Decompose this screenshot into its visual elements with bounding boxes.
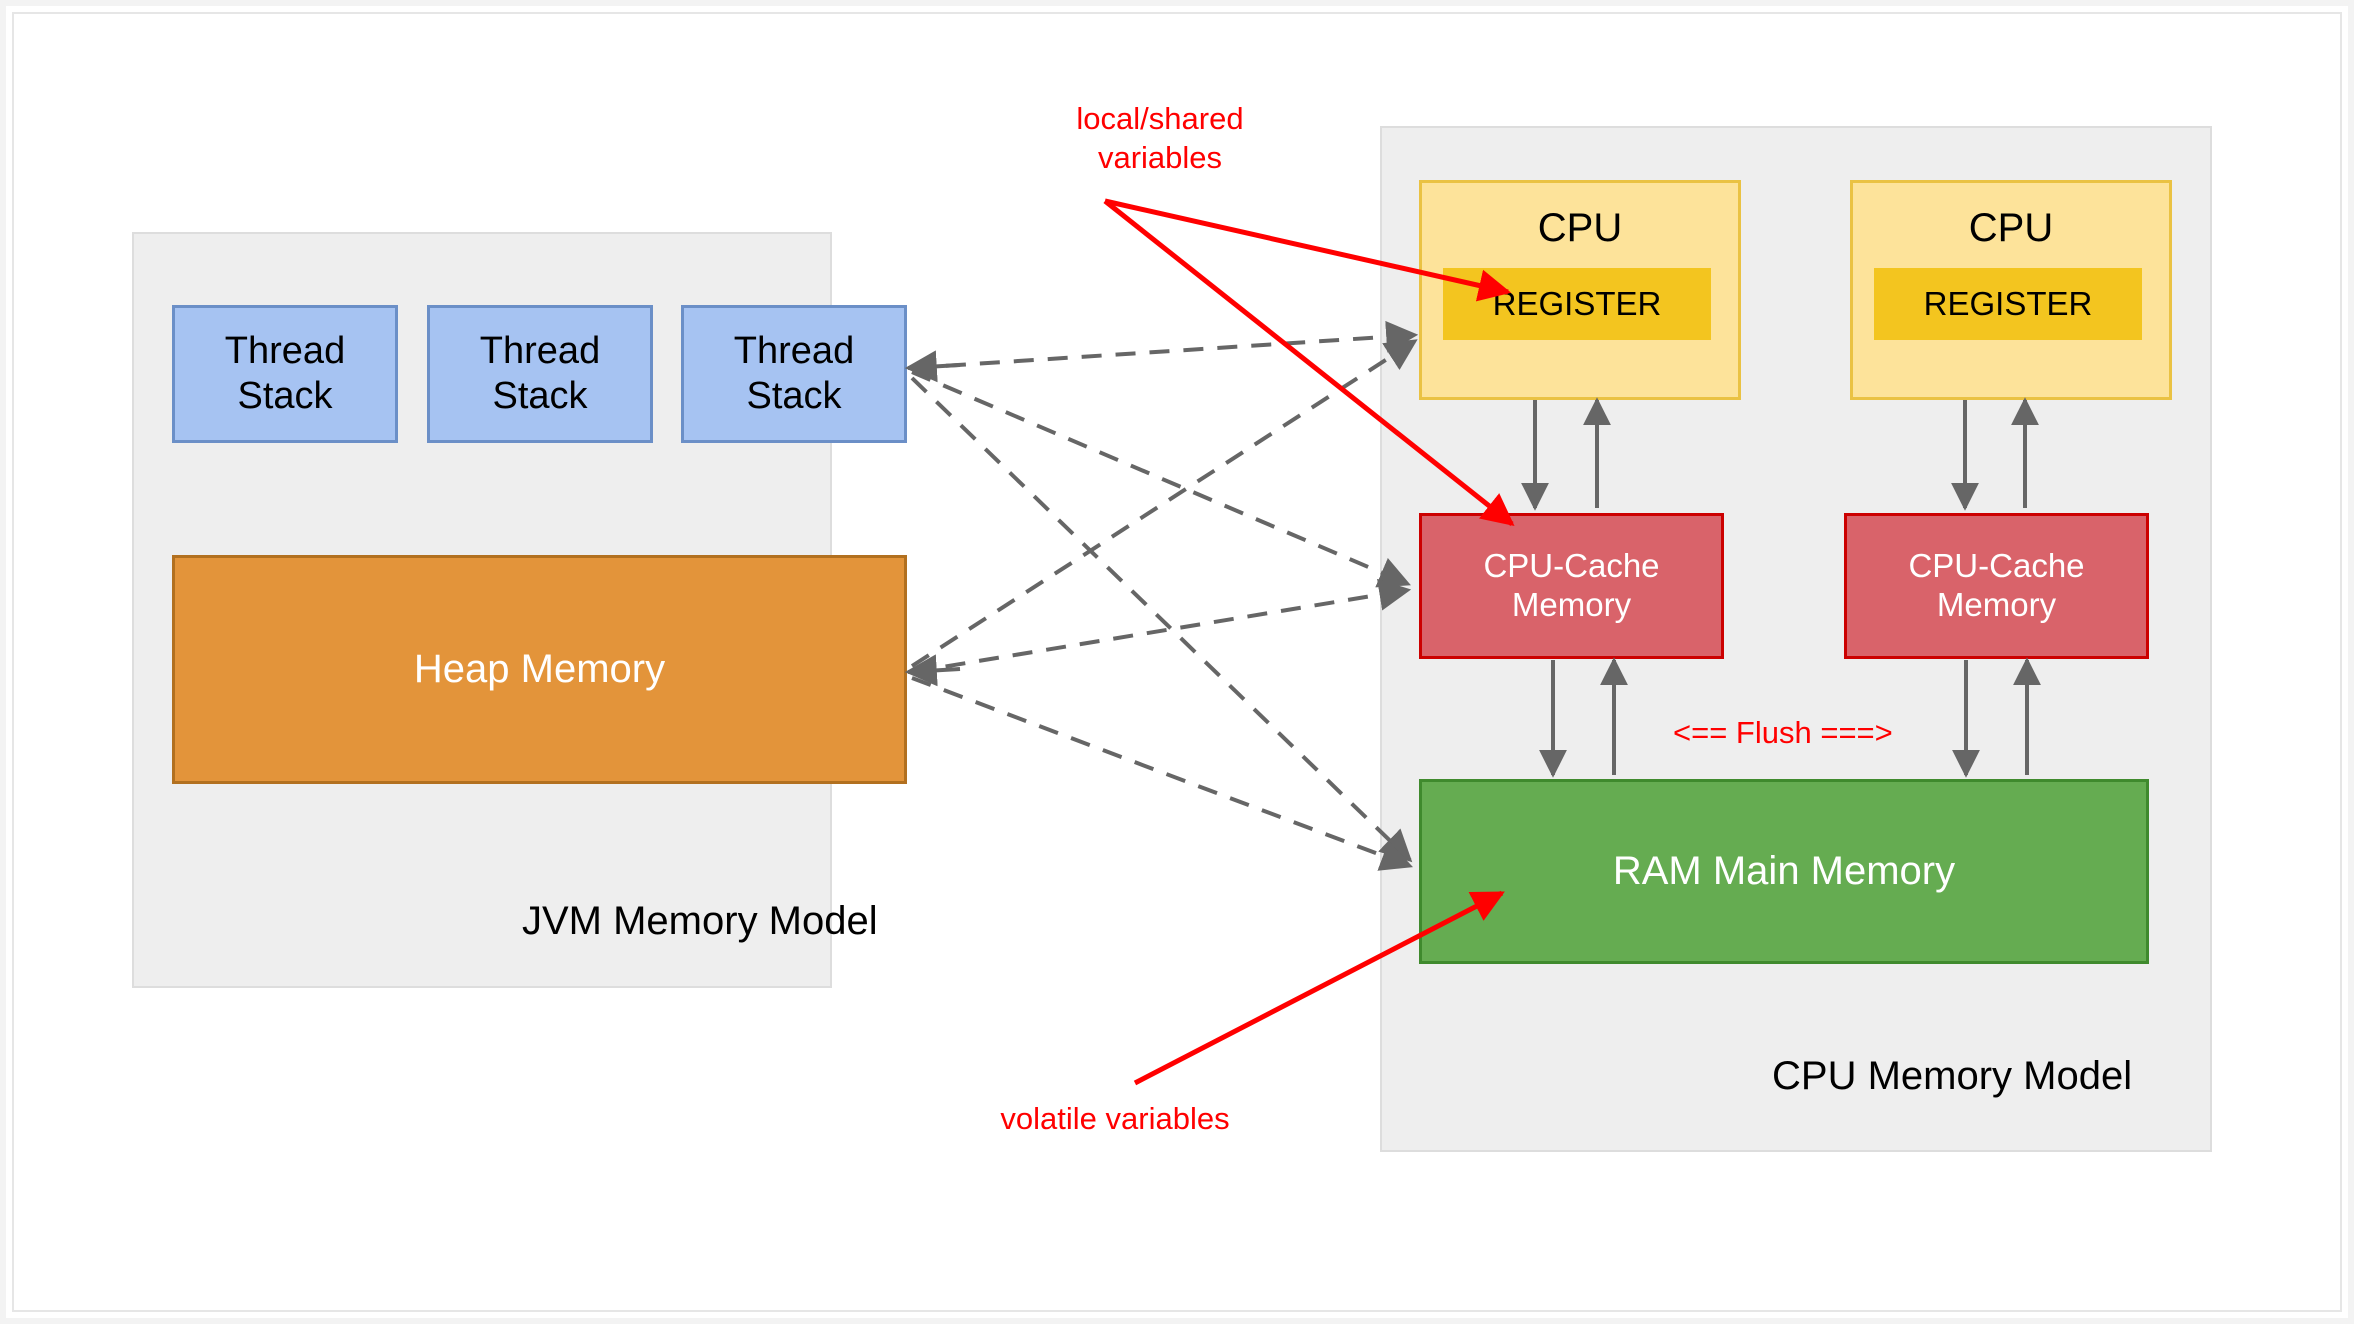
heap-memory-label: Heap Memory <box>413 646 666 691</box>
ram-main-memory-box[interactable]: RAM Main Memory <box>1419 779 2149 964</box>
volatile-variables-annotation: volatile variables <box>1000 1101 1230 1136</box>
cpu-label-1: CPU <box>1537 206 1623 250</box>
thread-stack-label-2: Thread Stack <box>479 330 601 417</box>
cpu-panel-title: CPU Memory Model <box>1772 1054 2133 1098</box>
dashed-link-heap-to-ram <box>911 676 1413 871</box>
thread-stack-box-3[interactable]: Thread Stack <box>681 305 907 443</box>
dashed-link-heap-to-register <box>910 339 1418 668</box>
thread-stack-label-3: Thread Stack <box>733 330 855 417</box>
flush-label: <== Flush ===> <box>1673 715 1893 750</box>
dashed-link-arrowhead-threadstack <box>904 350 961 383</box>
thread-stack-label-1: Thread Stack <box>224 330 346 417</box>
dashed-link-threadstack-to-cache <box>911 370 1411 588</box>
cpu-cache-memory-label-1: CPU-Cache Memory <box>1483 547 1660 623</box>
dashed-link-arrowhead-heap <box>904 654 961 687</box>
dashed-link-threadstack-to-ram <box>910 376 1413 863</box>
register-box-1[interactable]: REGISTER <box>1443 268 1711 340</box>
jvm-panel-title: JVM Memory Model <box>522 899 878 943</box>
thread-stack-box-2[interactable]: Thread Stack <box>427 305 653 443</box>
cpu-cache-memory-label-2: CPU-Cache Memory <box>1908 547 2085 623</box>
register-label-2: REGISTER <box>1923 284 2093 322</box>
cpu-cache-memory-box-1[interactable]: CPU-Cache Memory <box>1419 513 1724 659</box>
thread-stack-box-1[interactable]: Thread Stack <box>172 305 398 443</box>
dashed-link-threadstack-to-register <box>911 320 1419 370</box>
dashed-link-heap-to-cache <box>911 578 1412 674</box>
ram-main-memory-label: RAM Main Memory <box>1612 848 1956 893</box>
heap-memory-box[interactable]: Heap Memory <box>172 555 907 784</box>
register-box-2[interactable]: REGISTER <box>1874 268 2142 340</box>
local-shared-variables-annotation: local/shared variables <box>1076 101 1244 175</box>
cpu-label-2: CPU <box>1968 206 2054 250</box>
cpu-cache-memory-box-2[interactable]: CPU-Cache Memory <box>1844 513 2149 659</box>
register-label-1: REGISTER <box>1492 284 1662 322</box>
